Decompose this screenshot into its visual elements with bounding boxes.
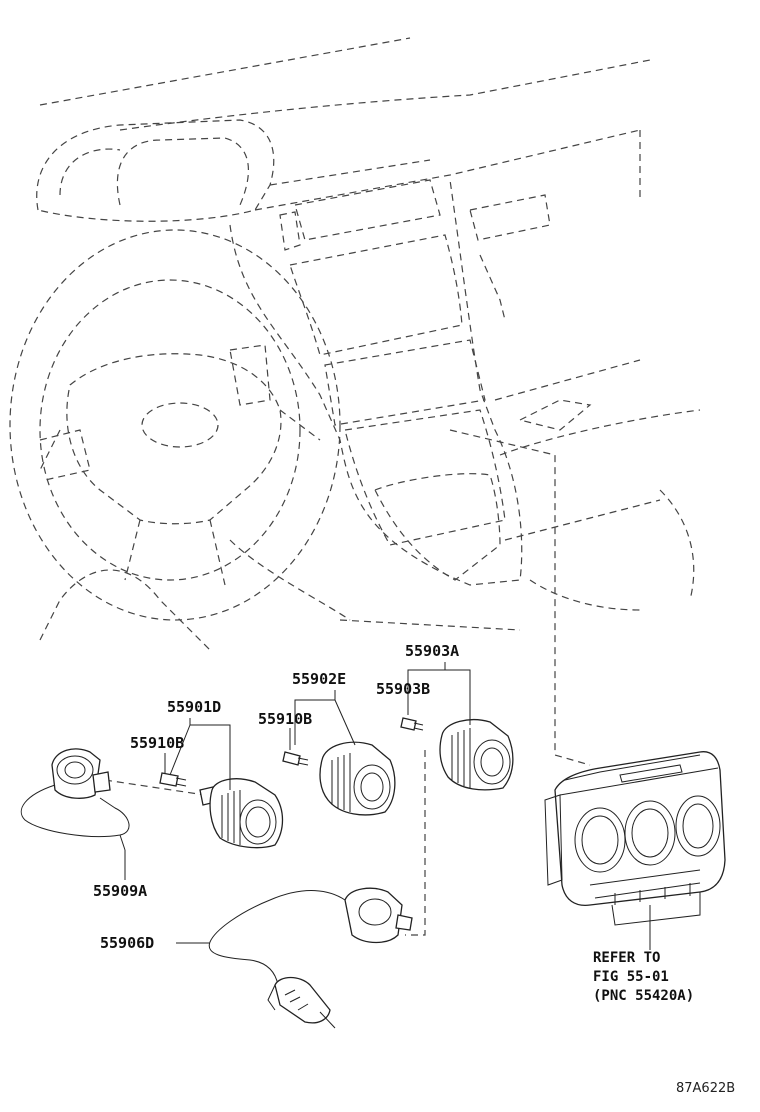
- screw-55910b-left: [159, 772, 187, 787]
- label-55902e: 55902E: [292, 670, 346, 688]
- knob-55901d: [199, 778, 284, 849]
- reference-line-3: (PNC 55420A): [593, 988, 694, 1004]
- reference-line-2: FIG 55-01: [593, 969, 669, 985]
- label-55910b-mid: 55910B: [258, 710, 312, 728]
- knob-55903a: [439, 719, 514, 791]
- leader-lines: [164, 662, 471, 944]
- part-55909a: [20, 748, 130, 880]
- reference-line-1: REFER TO: [593, 950, 660, 966]
- phantom-lead-cable: [405, 750, 426, 936]
- label-55909a: 55909A: [93, 882, 147, 900]
- label-55906d: 55906D: [100, 934, 154, 952]
- dashboard-phantom: [9, 37, 701, 651]
- phantom-lead-panel: [449, 429, 591, 766]
- screw-55903b: [400, 717, 424, 731]
- label-55903a: 55903A: [405, 642, 459, 660]
- figure-code: 87A622B: [676, 1081, 735, 1096]
- phantom-lead-sensor: [104, 779, 206, 796]
- label-55901d: 55901D: [167, 698, 221, 716]
- label-55903b: 55903B: [376, 680, 430, 698]
- control-panel-assembly: [544, 751, 726, 926]
- screw-55910b-mid: [282, 751, 309, 766]
- label-55910b-left: 55910B: [130, 734, 184, 752]
- knob-55902e: [319, 741, 396, 816]
- part-55906d: [208, 887, 413, 1029]
